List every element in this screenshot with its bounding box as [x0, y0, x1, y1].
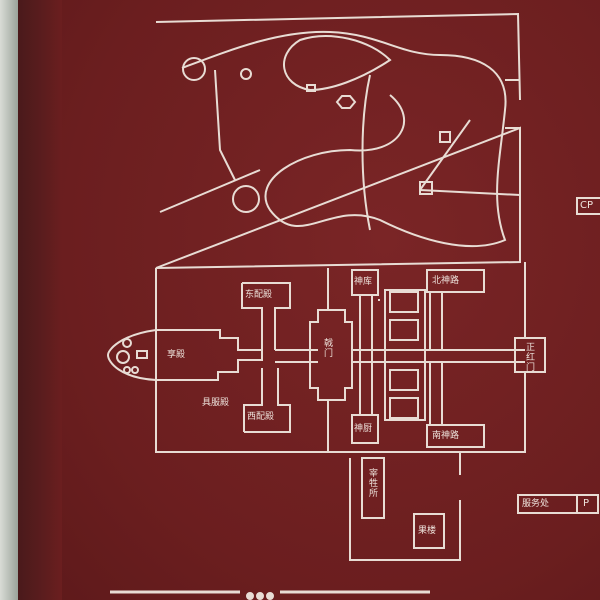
pavilion — [182, 57, 206, 81]
west-side-hall — [243, 368, 263, 432]
slaughter-house — [361, 457, 385, 519]
sign-post — [18, 0, 62, 600]
main-hall — [156, 329, 263, 381]
main-gate — [514, 337, 546, 373]
pavilion — [240, 68, 252, 80]
north-room — [351, 269, 379, 296]
garden-path — [283, 35, 392, 92]
legend-box — [576, 197, 600, 215]
pavilion-row — [389, 291, 419, 419]
garden-path — [361, 74, 371, 231]
map-board — [62, 0, 600, 600]
south-room-label: 神厨 — [354, 424, 373, 434]
garden-path — [181, 30, 507, 248]
north-room-label: 神库 — [354, 277, 373, 287]
robing-hall-label: 具服殿 — [202, 398, 230, 408]
main-gate-label: 正红门 — [524, 342, 534, 372]
pavilion — [439, 131, 451, 143]
service-point-label: 服务处 — [522, 499, 550, 509]
fruit-house-label: 果楼 — [418, 526, 437, 536]
temple-wall — [155, 262, 526, 453]
east-side-hall — [242, 282, 291, 350]
fruit-house — [413, 513, 445, 549]
east-side-hall-label: 东配殿 — [245, 290, 273, 300]
garden-path — [419, 79, 521, 196]
pavilion — [419, 181, 433, 195]
east-side-hall — [241, 283, 263, 350]
window-frame — [0, 0, 18, 600]
slaughter-house-label: 宰牲所 — [367, 468, 377, 498]
legend-partial-label: CP — [580, 200, 594, 211]
north-corridor — [426, 269, 485, 293]
south-corridor — [426, 424, 485, 448]
lower-enclosure — [349, 452, 461, 561]
north-corridor-label: 北神路 — [432, 276, 460, 286]
legend-partial-label: P — [583, 498, 590, 509]
south-corridor-label: 南神路 — [432, 431, 460, 441]
central-gate-label: 戟门 — [322, 338, 332, 358]
apse — [106, 329, 157, 381]
octagon-pavilion — [335, 95, 357, 109]
pavilion — [232, 185, 260, 213]
main-hall-label: 享殿 — [167, 350, 186, 360]
pavilion — [306, 84, 316, 92]
park-boundary — [155, 12, 521, 269]
garden-path — [159, 69, 261, 213]
axis-path — [275, 349, 318, 363]
south-room — [351, 414, 379, 444]
central-gate — [309, 309, 353, 401]
legend-box — [517, 494, 599, 514]
west-side-hall — [244, 368, 291, 433]
west-side-hall-label: 西配殿 — [247, 412, 275, 422]
